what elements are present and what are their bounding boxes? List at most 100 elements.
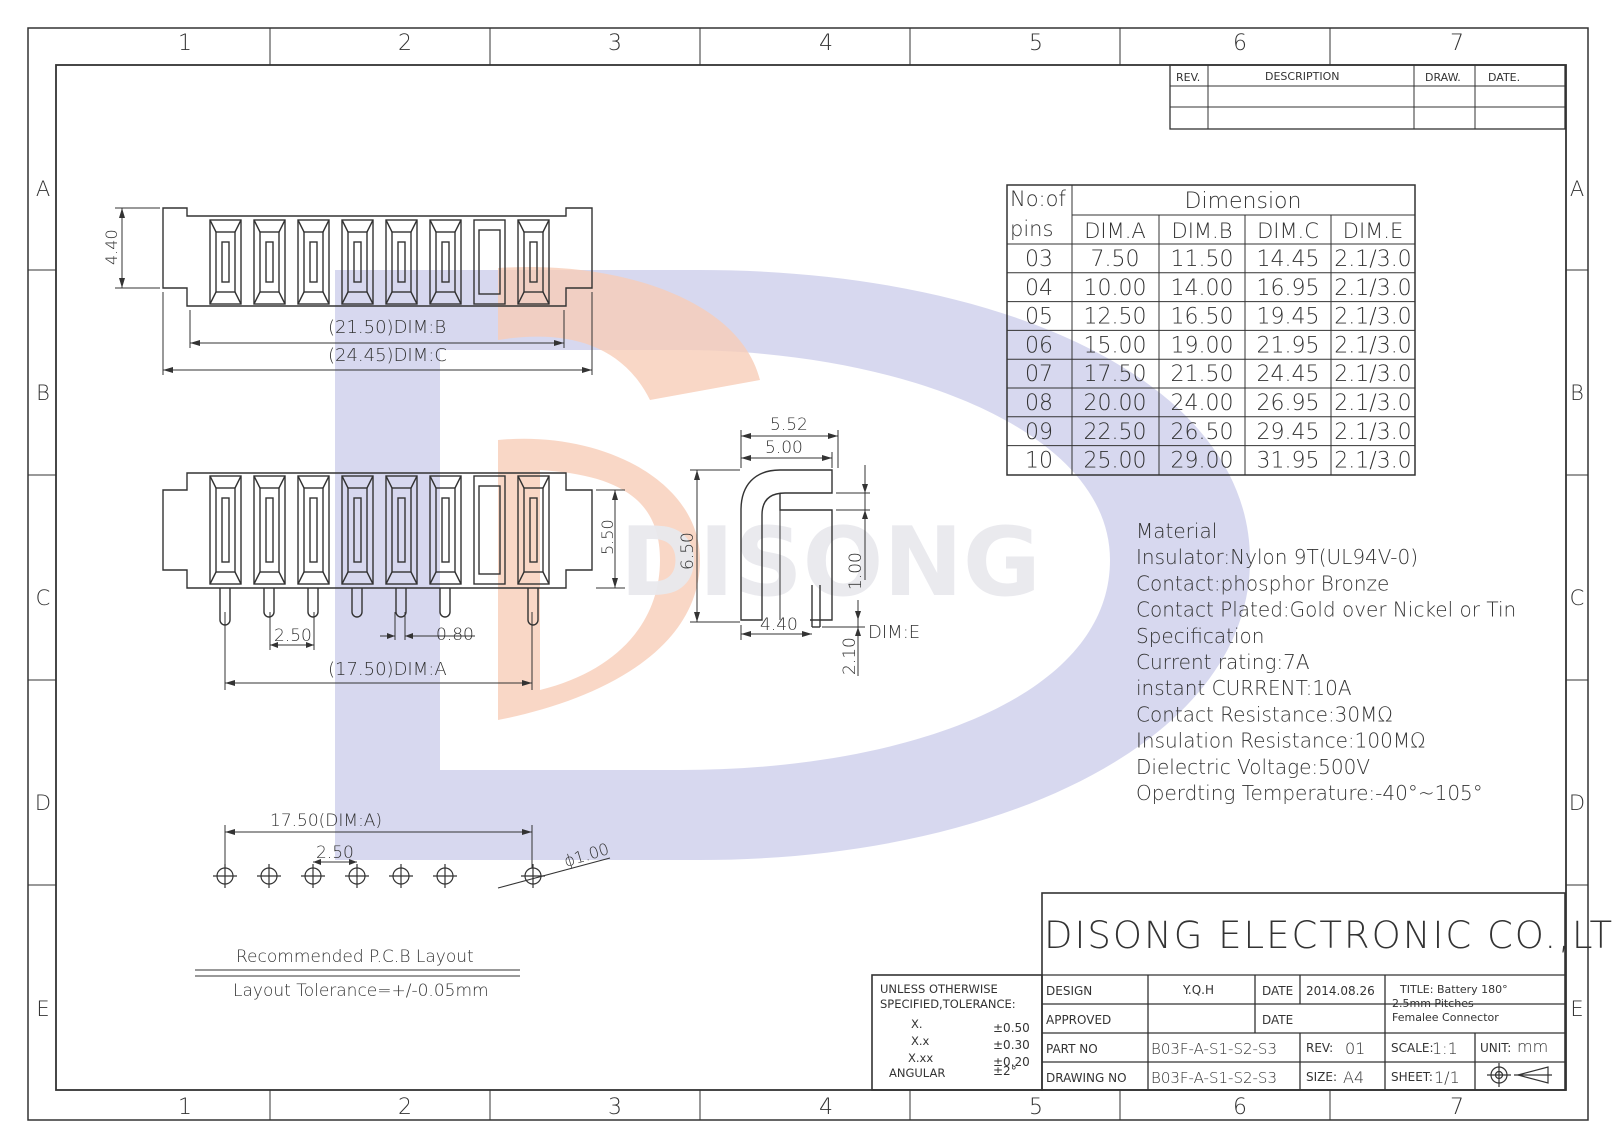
zone-column-label: 2 <box>398 1095 412 1120</box>
contact-spring <box>353 497 362 563</box>
zone-row-label: E <box>1570 997 1583 1021</box>
top-view <box>115 207 593 375</box>
pcb-layout <box>195 825 611 977</box>
slot-inner <box>478 229 501 295</box>
size-label: SIZE: <box>1306 1070 1337 1084</box>
zone-column-label: 2 <box>398 31 412 56</box>
tolerance-value: ±0.30 <box>993 1038 1030 1052</box>
zone-row-label: D <box>35 791 51 815</box>
dim-b-label: (21.50)DIM:B <box>328 317 446 338</box>
zone-column-label: 6 <box>1233 31 1247 56</box>
approved-label: APPROVED <box>1046 1013 1111 1027</box>
dimension-cell: 2.1/3.0 <box>1334 362 1411 387</box>
tolerance-label: X.x <box>911 1034 930 1048</box>
dim-c-label: (24.45)DIM:C <box>328 345 447 366</box>
contact-slot <box>297 475 330 585</box>
design-label: DESIGN <box>1046 984 1092 998</box>
contact-spring <box>529 241 538 283</box>
front-view <box>162 472 625 690</box>
dimension-cell: 17.50 <box>1084 362 1147 387</box>
contact-pin <box>263 588 275 618</box>
dimension-cell: 14.00 <box>1171 276 1234 301</box>
title-line-2: 2.5mm Pitches <box>1392 997 1474 1010</box>
dimension-cell: 2.1/3.0 <box>1334 391 1411 416</box>
dimension-cell: 20.00 <box>1084 391 1147 416</box>
side-step: 1.00 <box>846 552 866 590</box>
unit-label: UNIT: <box>1480 1041 1511 1055</box>
side-view <box>690 430 870 676</box>
contact-slot <box>209 475 242 585</box>
rev-label: REV: <box>1306 1041 1333 1055</box>
dimension-cell: 11.50 <box>1171 247 1234 272</box>
contact-spring <box>397 497 406 563</box>
scale-label: SCALE: <box>1391 1041 1434 1055</box>
dimension-cell: 22.50 <box>1084 420 1147 445</box>
slot-inner <box>391 487 412 573</box>
contact-slot <box>429 219 462 305</box>
slot-inner <box>523 487 544 573</box>
material-spec-line: Current rating:7A <box>1136 650 1310 674</box>
pin-count-cell: 03 <box>1025 247 1053 272</box>
part-no-label: PART NO <box>1046 1042 1098 1056</box>
dimension-cell: 24.45 <box>1257 362 1320 387</box>
slot-inner <box>435 231 456 293</box>
side-pin-length: 2.10 <box>840 637 860 675</box>
pcb-layout-title: Recommended P.C.B Layout <box>236 947 474 967</box>
contact-slot <box>341 475 374 585</box>
date-header: DATE. <box>1488 71 1520 84</box>
dimension-cell: 24.00 <box>1171 391 1234 416</box>
tolerance-label: ANGULAR <box>889 1066 945 1080</box>
title-line-3: Femalee Connector <box>1392 1011 1499 1024</box>
slot-inner <box>303 487 324 573</box>
dimension-cell: 14.45 <box>1257 247 1320 272</box>
slot-inner <box>259 487 280 573</box>
title-line-1: TITLE: Battery 180° <box>1399 983 1508 996</box>
pin-count-cell: 08 <box>1025 391 1053 416</box>
drawing-no-value: B03F-A-S1-S2-S3 <box>1151 1069 1277 1087</box>
approved-date-label: DATE <box>1262 1013 1293 1027</box>
dimension-column-header: DIM.B <box>1172 219 1233 243</box>
zone-row-label: E <box>36 997 49 1021</box>
dimension-column-header: DIM.A <box>1084 219 1146 243</box>
contact-spring <box>353 241 362 283</box>
dimension-cell: 2.1/3.0 <box>1334 247 1411 272</box>
dimension-cell: 25.00 <box>1084 449 1147 474</box>
dimension-cell: 29.45 <box>1257 420 1320 445</box>
side-offset: 4.40 <box>760 615 798 635</box>
pin-count-cell: 09 <box>1025 420 1053 445</box>
slot-inner <box>215 231 236 293</box>
contact-slot <box>473 219 506 305</box>
contact-spring <box>221 497 230 563</box>
contact-slot <box>341 219 374 305</box>
dimension-cell: 26.95 <box>1257 391 1320 416</box>
slot-inner <box>347 487 368 573</box>
revision-table: REV. DESCRIPTION DRAW. DATE. <box>1169 64 1566 130</box>
date-value: 2014.08.26 <box>1306 984 1375 998</box>
contact-pin <box>527 588 539 626</box>
design-value: Y.Q.H <box>1182 983 1214 997</box>
tolerance-label: X.xx <box>908 1051 933 1065</box>
contact-spring <box>441 241 450 283</box>
tolerance-value: ±0.50 <box>993 1021 1030 1035</box>
slot-inner <box>435 487 456 573</box>
tolerance-heading-2: SPECIFIED,TOLERANCE: <box>880 997 1016 1011</box>
pin-width-label: 0.80 <box>436 625 474 645</box>
tolerance-label: X. <box>911 1017 923 1031</box>
material-spec-line: Insulator:Nylon 9T(UL94V-0) <box>1136 545 1418 569</box>
slot-inner <box>215 487 236 573</box>
dim-a-label: (17.50)DIM:A <box>328 659 447 680</box>
title-block <box>871 892 1566 1091</box>
material-spec-line: Contact Resistance:30MΩ <box>1136 702 1393 726</box>
material-spec-line: Contact Plated:Gold over Nickel or Tin <box>1136 598 1516 622</box>
zone-column-label: 6 <box>1233 1095 1247 1120</box>
pcb-dim-a: 17.50(DIM:A) <box>270 811 382 831</box>
sheet-border <box>27 27 1589 1121</box>
material-spec-line: instant CURRENT:10A <box>1136 676 1352 700</box>
slot-inner <box>391 231 412 293</box>
company-name: DISONG ELECTRONIC CO.,LTD. <box>1044 914 1616 957</box>
zone-column-label: 3 <box>608 1095 622 1120</box>
